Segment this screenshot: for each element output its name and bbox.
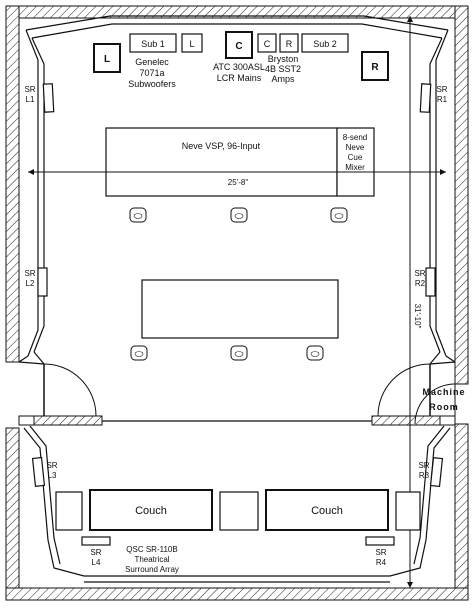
- bryston-line-3: Amps: [271, 74, 295, 84]
- l-small-speaker: L: [181, 33, 203, 53]
- sr-l4-speaker: SR L4: [81, 536, 111, 567]
- sr-r2-line-2: R2: [415, 279, 426, 288]
- cue-mixer: 8-send Neve Cue Mixer: [336, 127, 375, 197]
- sub2-box: Sub 2: [301, 33, 349, 53]
- sr-l4-line-2: L4: [92, 558, 101, 567]
- sub1-label: Sub 1: [141, 39, 165, 49]
- couch-left: Couch: [89, 489, 213, 531]
- c-small-label: C: [264, 39, 271, 49]
- sr-l1-speaker: SR L1: [24, 83, 55, 113]
- atc-caption: ATC 300ASL LCR Mains: [213, 62, 265, 83]
- sr-r2-line-1: SR: [414, 269, 425, 278]
- surround-array-line-1: QSC SR-110B: [126, 545, 177, 554]
- sr-r1-line-2: R1: [437, 95, 448, 104]
- c-small-speaker: C: [257, 33, 277, 53]
- end-table-right: [395, 491, 421, 531]
- left-door[interactable]: [43, 363, 97, 417]
- atc-line-1: ATC 300ASL: [213, 62, 265, 72]
- chair: [330, 207, 348, 223]
- sub1-box: Sub 1: [129, 33, 177, 53]
- cue-line-4: Mixer: [345, 163, 365, 172]
- sr-l2-line-2: L2: [26, 279, 35, 288]
- c-big-label: C: [235, 41, 242, 52]
- sr-r4-line-1: SR: [375, 548, 386, 557]
- sr-r3-line-1: SR: [418, 461, 429, 470]
- bryston-line-2: 4B SST2: [265, 64, 301, 74]
- sr-l3-line-2: L3: [48, 471, 57, 480]
- sr-l1-line-1: SR: [24, 85, 35, 94]
- bryston-caption: Bryston 4B SST2 Amps: [265, 54, 301, 84]
- right-door[interactable]: [377, 363, 431, 417]
- machine-room-label: Machine Room: [422, 387, 465, 412]
- surround-array-caption: QSC SR-110B Theatrical Surround Array: [125, 545, 179, 574]
- machine-room-door[interactable]: [414, 383, 456, 425]
- sr-r4-line-2: R4: [376, 558, 387, 567]
- lower-room-walls: [23, 425, 451, 583]
- bryston-line-1: Bryston: [268, 54, 299, 64]
- sr-r2-speaker: SR R2: [414, 267, 436, 297]
- sub2-label: Sub 2: [313, 39, 337, 49]
- chair: [130, 345, 148, 361]
- r-small-speaker: R: [279, 33, 299, 53]
- genelec-line-2: 7071a: [139, 68, 164, 78]
- sr-l1-line-2: L1: [26, 95, 35, 104]
- genelec-line-3: Subwoofers: [128, 79, 176, 89]
- r-big-label: R: [371, 62, 379, 73]
- sr-l2-speaker: SR L2: [24, 267, 48, 297]
- sr-r4-speaker: SR R4: [365, 536, 395, 567]
- outer-walls: [5, 5, 469, 601]
- surround-array-line-2: Theatrical: [134, 555, 169, 564]
- couch-right: Couch: [265, 489, 389, 531]
- machine-room-line-1: Machine: [422, 387, 465, 397]
- couch-right-label: Couch: [311, 505, 343, 517]
- surround-array-line-3: Surround Array: [125, 565, 179, 574]
- sr-l3-speaker: SR L3: [31, 456, 58, 488]
- chair: [230, 345, 248, 361]
- width-dimension: 25'-8": [28, 169, 446, 187]
- cue-line-3: Cue: [348, 153, 363, 162]
- sr-r3-line-2: R3: [419, 471, 430, 480]
- length-label: 31'-10": [413, 304, 422, 329]
- cue-line-1: 8-send: [343, 133, 367, 142]
- chair: [129, 207, 147, 223]
- genelec-line-1: Genelec: [135, 57, 169, 67]
- chair: [306, 345, 324, 361]
- c-big-speaker: C: [225, 31, 253, 59]
- producer-desk: [141, 279, 339, 339]
- genelec-caption: Genelec 7071a Subwoofers: [128, 57, 176, 89]
- neve-label: Neve VSP, 96-Input: [182, 141, 261, 151]
- couch-left-label: Couch: [135, 505, 167, 517]
- inner-splay-walls: [18, 15, 456, 365]
- sr-l4-line-1: SR: [90, 548, 101, 557]
- l-big-label: L: [104, 54, 110, 65]
- sr-r1-speaker: SR R1: [419, 83, 448, 113]
- sr-r1-line-1: SR: [436, 85, 447, 94]
- sr-l2-line-1: SR: [24, 269, 35, 278]
- sr-l3-line-1: SR: [46, 461, 57, 470]
- machine-room-line-2: Room: [429, 402, 459, 412]
- coffee-table: [219, 491, 259, 531]
- width-label: 25'-8": [228, 178, 249, 187]
- r-small-label: R: [286, 39, 293, 49]
- chairs: [129, 207, 348, 361]
- l-big-speaker: L: [93, 43, 121, 73]
- r-big-speaker: R: [361, 51, 389, 81]
- sr-r3-speaker: SR R3: [418, 456, 444, 488]
- atc-line-2: LCR Mains: [217, 73, 262, 83]
- chair: [230, 207, 248, 223]
- cue-line-2: Neve: [346, 143, 365, 152]
- l-small-label: L: [189, 39, 194, 49]
- end-table-left: [55, 491, 83, 531]
